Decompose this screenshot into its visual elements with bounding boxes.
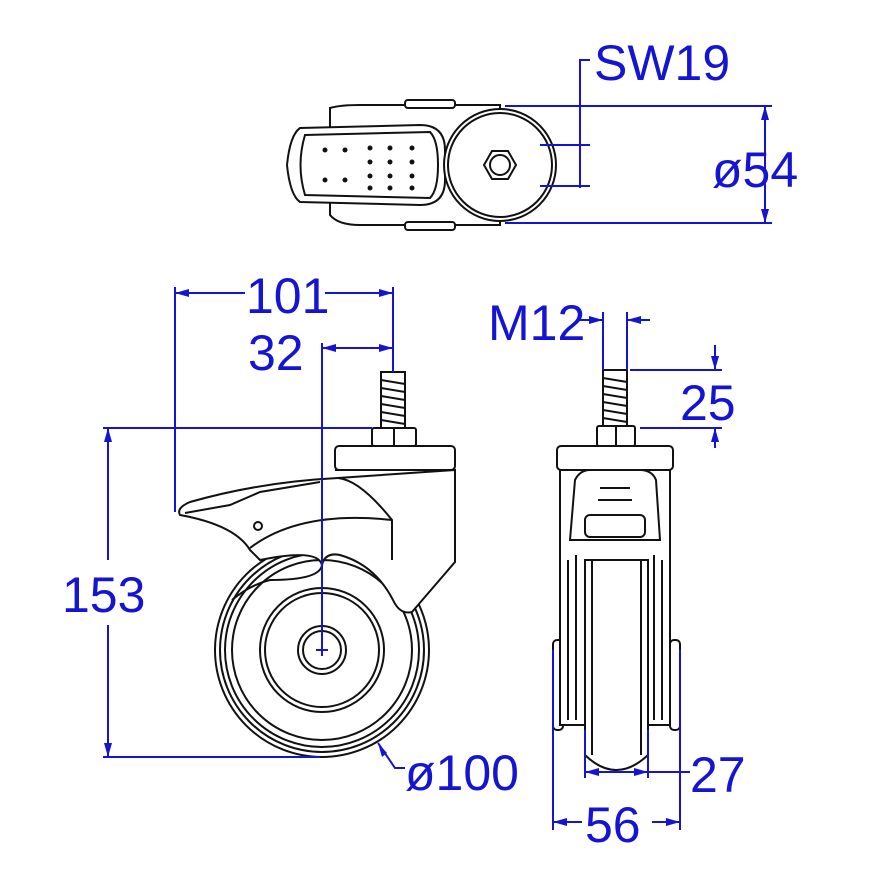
dim-plate-diameter: ø54 <box>712 142 798 198</box>
dimension-labels: SW19 ø54 101 32 153 ø100 M12 25 27 56 <box>62 35 798 853</box>
tread-dots <box>322 145 415 191</box>
top-view <box>285 99 557 231</box>
dim-overall-width: 56 <box>585 797 641 853</box>
dim-total-height: 153 <box>62 567 145 623</box>
dim-wheel-diameter: ø100 <box>405 745 519 801</box>
dim-tread-width: 27 <box>690 747 746 803</box>
dim-offset: 32 <box>248 325 304 381</box>
side-view <box>178 371 456 758</box>
dim-thread: M12 <box>488 295 585 351</box>
front-view <box>552 369 681 771</box>
dim-wrench-size: SW19 <box>594 35 730 91</box>
dimension-lines <box>103 59 772 830</box>
dim-brake-reach: 101 <box>246 268 329 324</box>
dim-stem-length: 25 <box>680 375 736 431</box>
